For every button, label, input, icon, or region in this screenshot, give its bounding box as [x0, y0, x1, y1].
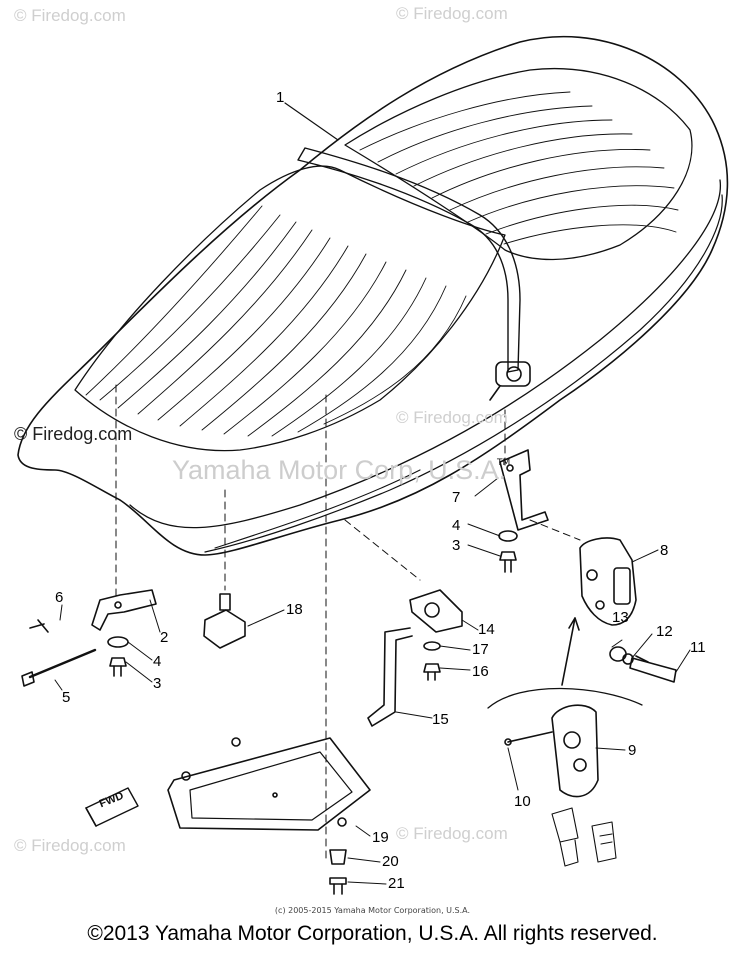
callout-14: 14	[478, 621, 495, 638]
seat-assembly	[17, 35, 729, 556]
callout-21: 21	[388, 875, 405, 892]
tm-label: TM	[497, 458, 511, 468]
watermark-yamaha: Yamaha Motor Corp, U.S.A.	[172, 455, 507, 485]
callout-11: 11	[690, 639, 706, 656]
small-copyright: (c) 2005-2015 Yamaha Motor Corporation, …	[274, 906, 471, 915]
callout-19: 19	[372, 829, 389, 846]
part-18-damper	[203, 593, 246, 649]
callout-16: 16	[472, 663, 489, 680]
part-7-bracket	[499, 449, 549, 531]
callout-2: 2	[160, 629, 169, 646]
callout-3: 3	[153, 675, 162, 692]
callout-1: 1	[276, 89, 285, 106]
callout-3b: 3	[452, 537, 461, 554]
callout-18: 18	[286, 601, 303, 618]
callout-8: 8	[660, 542, 669, 559]
part-14-hook	[409, 589, 463, 633]
watermark-firedog-dark: © Firedog.com	[14, 424, 133, 444]
callout-4b: 4	[452, 517, 461, 534]
part-8-lock-housing	[579, 537, 637, 626]
callout-20: 20	[382, 853, 399, 870]
watermark-firedog: © Firedog.com	[396, 4, 508, 23]
watermark-firedog: © Firedog.com	[396, 824, 508, 843]
watermark-firedog: © Firedog.com	[14, 6, 126, 25]
callout-9: 9	[628, 742, 637, 759]
callout-17: 17	[472, 641, 489, 658]
callout-7: 7	[452, 489, 461, 506]
callout-12: 12	[656, 623, 673, 640]
part-9-lock-body	[504, 704, 599, 798]
part-2-bracket	[91, 589, 157, 631]
callout-15: 15	[432, 711, 449, 728]
footer-copyright: ©2013 Yamaha Motor Corporation, U.S.A. A…	[87, 922, 658, 945]
part-19-tray	[167, 737, 371, 831]
callout-6: 6	[55, 589, 64, 606]
callout-4: 4	[153, 653, 162, 670]
watermark-firedog: © Firedog.com	[14, 836, 126, 855]
callout-10: 10	[514, 793, 531, 810]
callout-5: 5	[62, 689, 71, 706]
callout-13: 13	[612, 609, 629, 626]
watermark-firedog: © Firedog.com	[396, 408, 508, 427]
